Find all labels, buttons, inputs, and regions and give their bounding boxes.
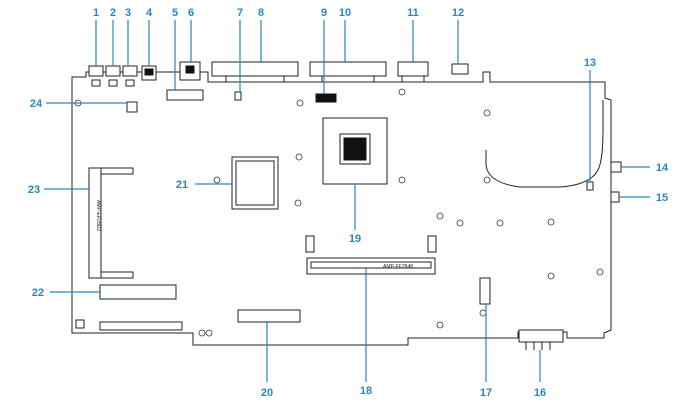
port-14 xyxy=(610,161,622,173)
mounting-holes xyxy=(74,88,604,337)
connector-20 xyxy=(237,309,301,323)
callout-16: 16 xyxy=(534,387,546,399)
callout-20: 20 xyxy=(261,387,273,399)
callout-23: 23 xyxy=(28,184,40,196)
component-24 xyxy=(126,101,138,113)
callout-9: 9 xyxy=(321,7,327,19)
callout-15: 15 xyxy=(656,192,668,204)
callout-10: 10 xyxy=(339,7,351,19)
dimm-marking: AMP-FE2848 xyxy=(383,264,413,270)
bottom-left-connector xyxy=(75,319,183,331)
callout-2: 2 xyxy=(110,7,116,19)
audio-jacks xyxy=(88,65,138,87)
port-15 xyxy=(610,191,620,203)
callout-numbers: 1 2 3 4 5 6 7 8 9 10 11 12 13 14 15 16 1… xyxy=(28,7,669,399)
callout-19: 19 xyxy=(349,233,361,245)
board-outline xyxy=(71,71,612,346)
component-13 xyxy=(586,181,594,191)
callout-12: 12 xyxy=(452,7,464,19)
rj-port xyxy=(179,61,201,81)
battery-connector-16 xyxy=(518,329,564,350)
dimm-slot-18: AMP-FE2848 xyxy=(305,235,437,275)
callout-3: 3 xyxy=(125,7,131,19)
callout-21: 21 xyxy=(176,179,188,191)
connector-9 xyxy=(315,93,337,103)
callout-4: 4 xyxy=(146,7,153,19)
callout-18: 18 xyxy=(360,385,372,397)
jumper-7 xyxy=(234,91,242,101)
callout-5: 5 xyxy=(172,7,178,19)
board-cutout xyxy=(485,100,604,188)
vga-port-11 xyxy=(397,61,429,83)
parallel-port-8 xyxy=(211,61,299,83)
callout-13: 13 xyxy=(584,57,596,69)
callout-22: 22 xyxy=(32,287,44,299)
cpu-socket-19 xyxy=(322,117,388,185)
callout-14: 14 xyxy=(656,162,669,174)
callout-7: 7 xyxy=(237,7,243,19)
chip-21 xyxy=(231,156,279,210)
pcmcia-slot-23: AMP-EP28D2 xyxy=(88,167,134,279)
callout-11: 11 xyxy=(407,7,419,19)
callout-leaders xyxy=(44,20,650,382)
pcmcia-marking: AMP-EP28D2 xyxy=(95,200,101,231)
callout-1: 1 xyxy=(93,7,99,19)
callout-17: 17 xyxy=(480,387,492,399)
serial-port-10 xyxy=(309,61,387,83)
connector-22 xyxy=(99,284,177,300)
connector-17 xyxy=(479,277,491,305)
dc-jack xyxy=(141,65,157,81)
header-connector-5 xyxy=(166,89,204,101)
callout-24: 24 xyxy=(30,98,43,110)
callout-8: 8 xyxy=(258,7,264,19)
port-12 xyxy=(451,63,469,75)
callout-6: 6 xyxy=(188,7,194,19)
